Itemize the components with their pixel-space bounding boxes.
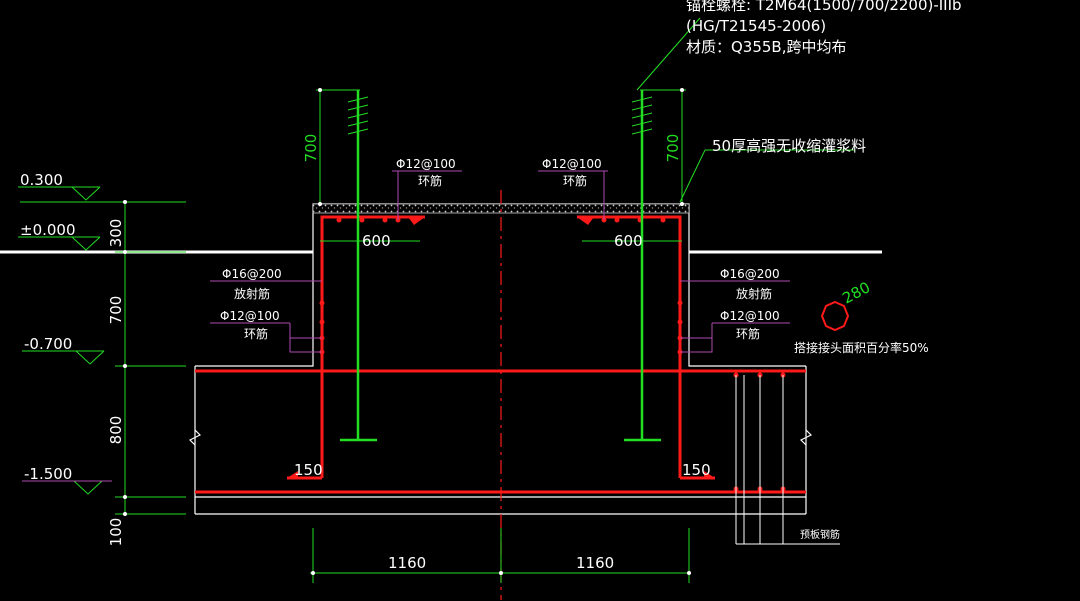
label-low-left-type: 环筋: [244, 326, 268, 341]
label-mid-right-spec: Φ16@200: [720, 267, 780, 281]
label-low-right-spec: Φ12@100: [720, 309, 780, 323]
anchor-bolt-left: [340, 90, 377, 442]
label-mid-left-spec: Φ16@200: [222, 267, 282, 281]
note-grout: 50厚高强无收缩灌浆料: [712, 137, 866, 155]
note-anchor-bolt: 锚栓螺栓: T2M64(1500/700/2200)-IIIb: [686, 0, 962, 14]
bent-bar-detail: [735, 375, 840, 545]
rebar-dots: [319, 217, 786, 492]
hook-length-right: 150: [682, 461, 711, 479]
rebar-hooks: [287, 217, 715, 478]
leader-lines: [22, 170, 790, 482]
dim-800: 800: [107, 416, 125, 445]
dimension-ticks: [123, 88, 691, 575]
dim-bolt-right: 700: [664, 134, 682, 163]
label-top-right-spec: Φ12@100: [542, 157, 602, 171]
rebar-cage: [195, 215, 806, 494]
elevation-0-300: 0.300: [20, 171, 63, 189]
elevation-minus-1-500: -1.500: [24, 465, 72, 483]
dim-1160-left: 1160: [388, 554, 426, 572]
dim-300: 300: [107, 219, 125, 248]
label-low-right-type: 环筋: [736, 326, 760, 341]
note-bent-bar: 预板钢筋: [800, 528, 840, 541]
note-splice: 搭接接头面积百分率50%: [794, 340, 929, 355]
label-mid-right-type: 放射筋: [736, 286, 772, 301]
dim-100: 100: [107, 518, 125, 547]
hook-length-left: 150: [294, 461, 323, 479]
label-top-left-type: 环筋: [418, 173, 442, 188]
elevation-markers: [18, 186, 105, 495]
elevation-0-000: ±0.000: [20, 221, 76, 239]
label-top-left-spec: Φ12@100: [396, 157, 456, 171]
dim-bolt-left: 700: [302, 134, 320, 163]
label-low-left-spec: Φ12@100: [220, 309, 280, 323]
label-top-right-type: 环筋: [563, 173, 587, 188]
green-dimension-lines: [20, 17, 855, 583]
note-material: 材质：Q355B,跨中均布: [686, 38, 847, 56]
dim-1160-right: 1160: [576, 554, 614, 572]
anchor-bolt-right: [624, 90, 661, 442]
dim-600-left: 600: [362, 232, 391, 250]
bolt-circle-diameter: 280: [839, 278, 873, 307]
label-mid-left-type: 放射筋: [234, 286, 270, 301]
elevation-minus-0-700: -0.700: [24, 335, 72, 353]
dim-600-right: 600: [614, 232, 643, 250]
bolt-circle-symbol: [820, 300, 850, 332]
note-standard: (HG/T21545-2006): [686, 17, 826, 35]
dim-700: 700: [107, 296, 125, 325]
